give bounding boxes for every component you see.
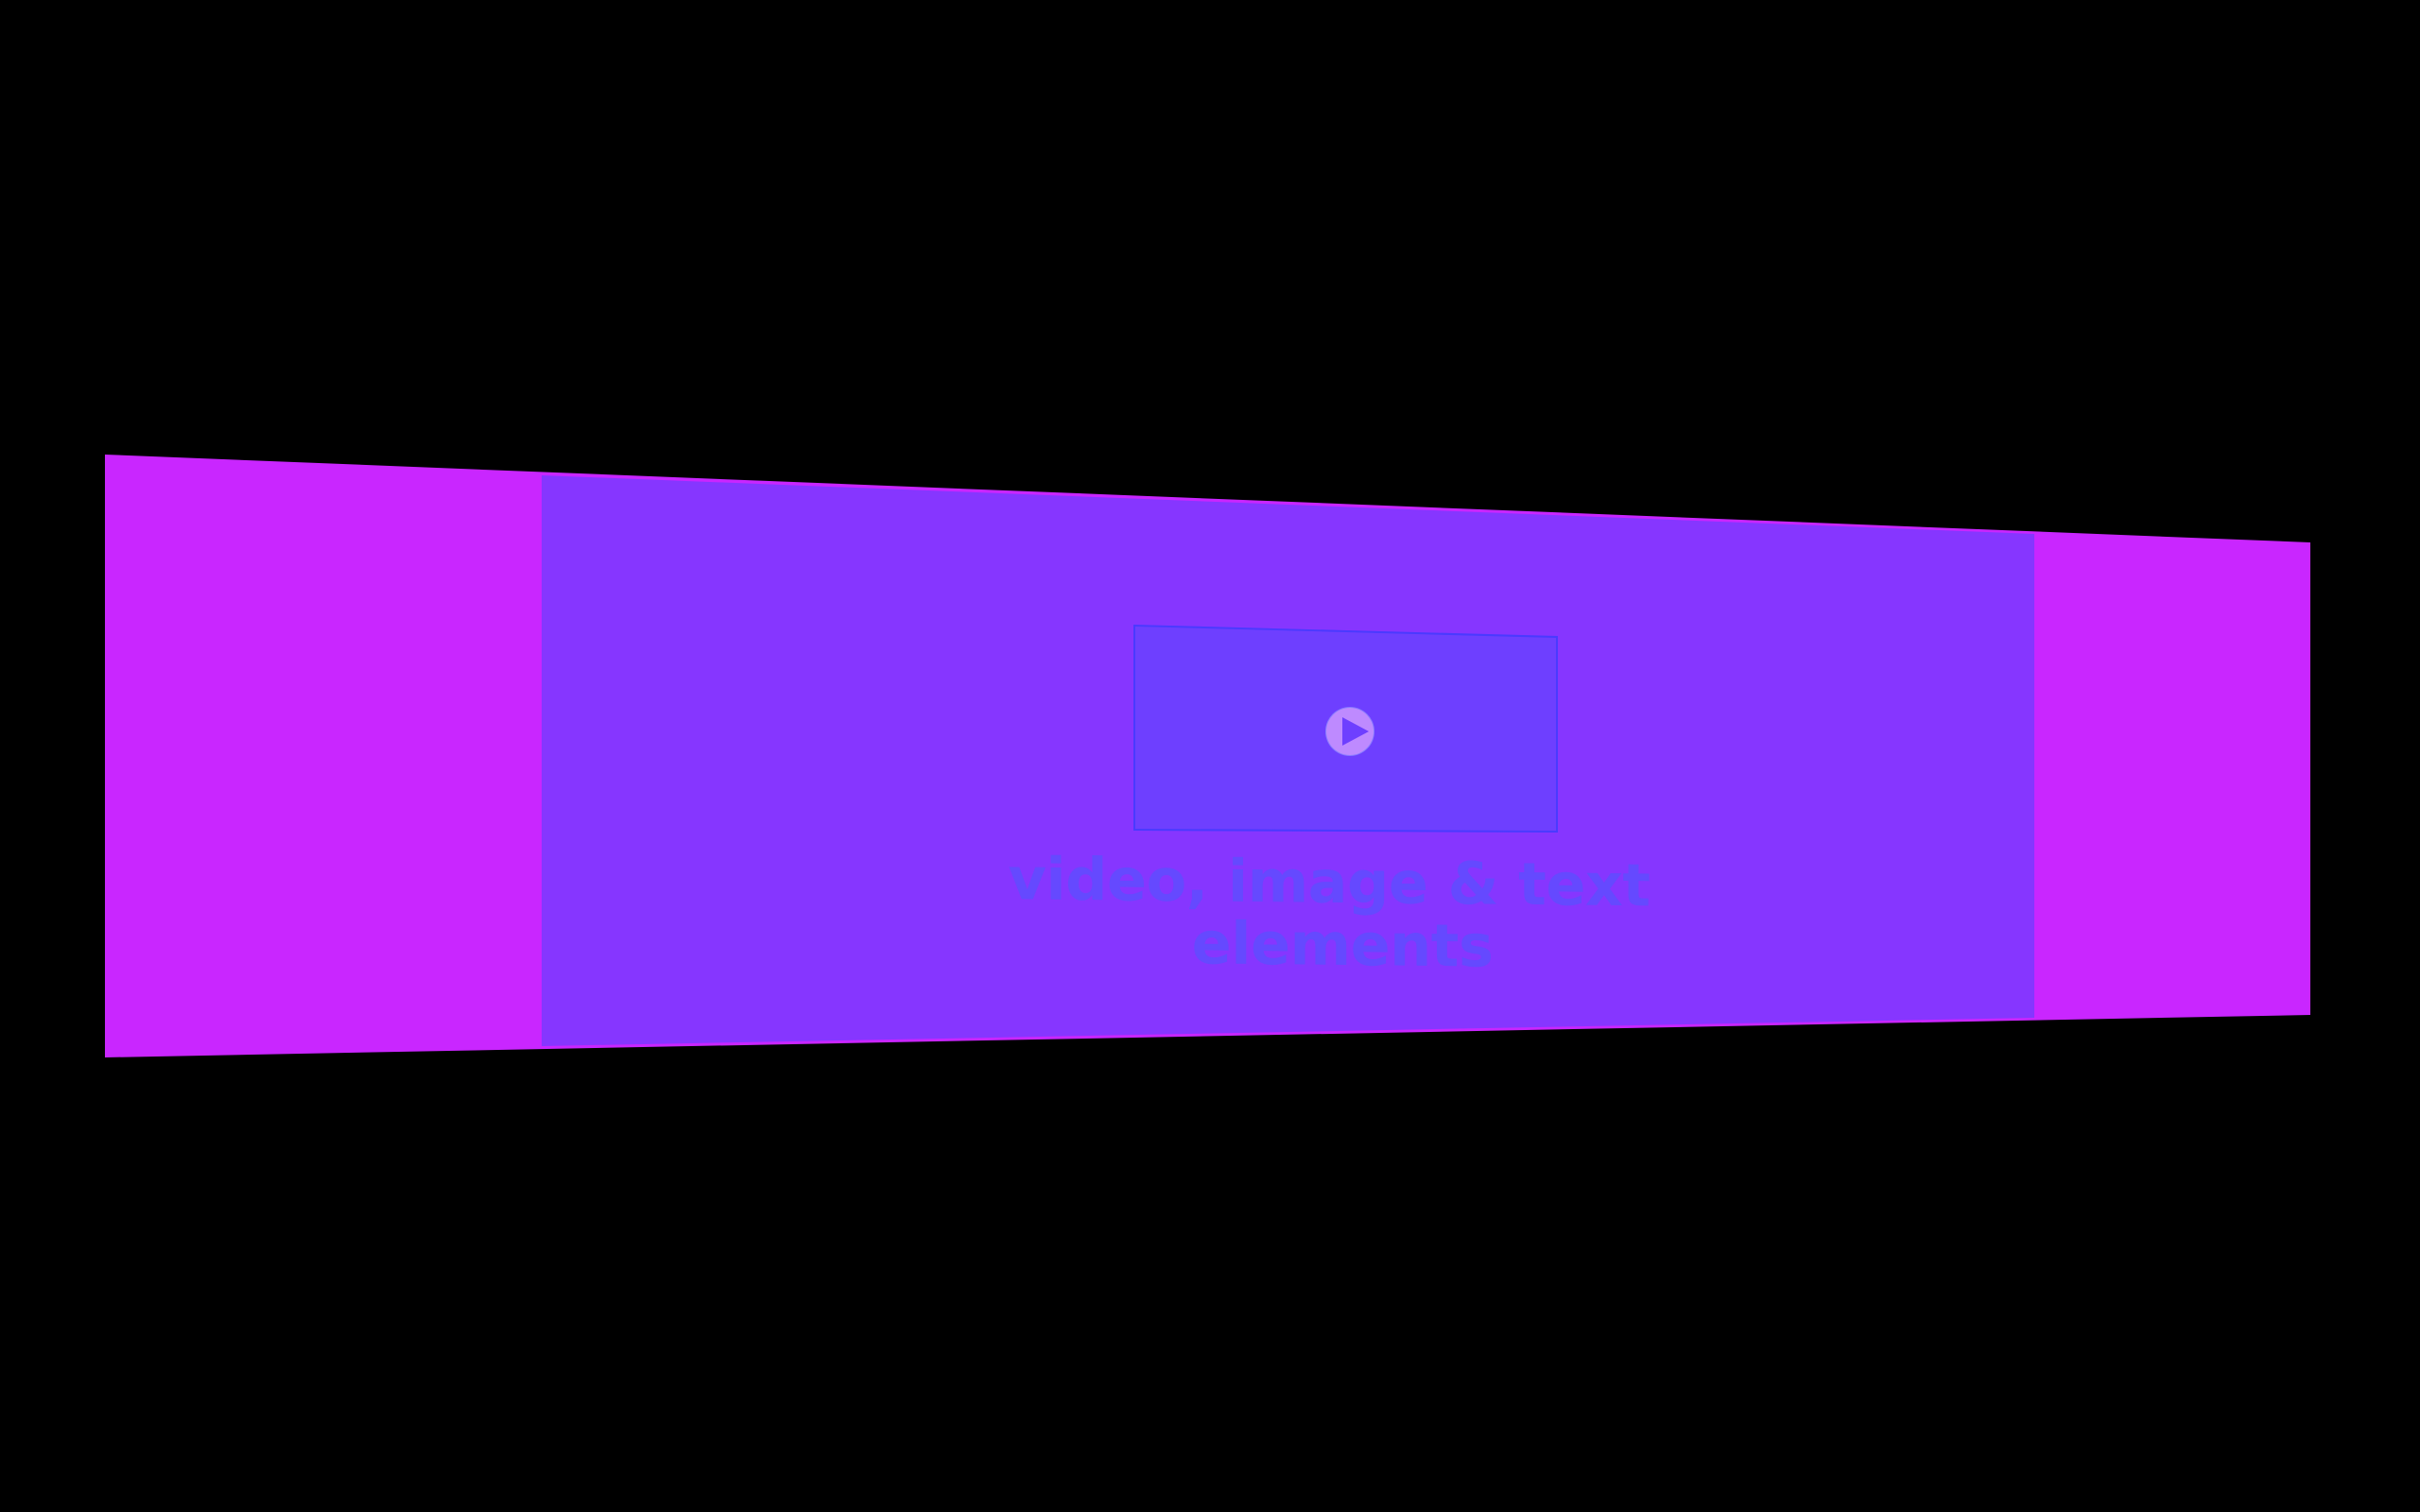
play-button[interactable] <box>1326 708 1374 755</box>
caption-line-1: video, image & text <box>1008 844 1651 920</box>
play-icon <box>1342 717 1369 746</box>
caption-line-2: elements <box>1191 908 1494 981</box>
caption-heading: video, image & text elements <box>983 844 1702 981</box>
